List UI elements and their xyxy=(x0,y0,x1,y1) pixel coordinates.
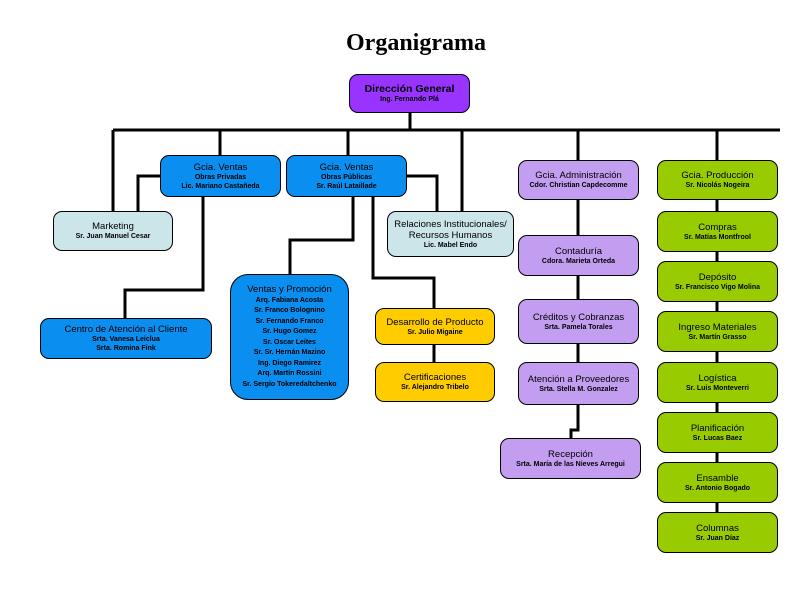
node-person: Sr. Lucas Baez xyxy=(692,434,743,442)
node-person: Lic. Mabel Endo xyxy=(423,241,478,249)
node-marketing: Marketing Sr. Juan Manuel Cesar xyxy=(53,211,173,251)
node-person: Arq. Fabiana Acosta xyxy=(255,296,324,304)
node-ingreso-materiales: Ingreso Materiales Sr. Martín Grasso xyxy=(657,311,778,352)
node-person: Sr. Nicolás Nogeira xyxy=(685,182,750,189)
node-title: Gcia. Ventas xyxy=(193,161,248,173)
node-contaduria: Contaduría Cdora. Marieta Orteda xyxy=(518,235,639,276)
node-ventas-promocion: Ventas y Promoción Arq. Fabiana Acosta S… xyxy=(230,274,349,400)
node-title: Ingreso Materiales xyxy=(678,321,757,333)
node-person: Ing. Diego Ramirez xyxy=(257,359,321,367)
node-person: Sr. Sr. Hernán Mazino xyxy=(253,349,326,357)
node-person: Sr. Juan Manuel Cesar xyxy=(75,233,151,240)
node-person: Sr. Martín Grasso xyxy=(688,333,747,341)
node-person: Sr. Antonio Bogado xyxy=(684,484,751,492)
node-title: Recepción xyxy=(548,448,593,460)
node-deposito: Depósito Sr. Francisco Vigo Molina xyxy=(657,261,778,302)
node-person: Sr. Matías Montfrool xyxy=(684,233,751,241)
node-title: Planificación xyxy=(690,422,745,434)
node-title: Dirección General xyxy=(364,82,455,95)
node-title: Compras xyxy=(698,221,737,233)
node-columnas: Columnas Sr. Juan Díaz xyxy=(657,512,778,553)
node-recepcion: Recepción Srta. María de las Nieves Arre… xyxy=(500,438,641,479)
node-title: Columnas xyxy=(696,522,739,534)
node-ensamble: Ensamble Sr. Antonio Bogado xyxy=(657,462,778,503)
node-title: Ventas y Promoción xyxy=(247,283,332,295)
node-gcia-ventas-publicas: Gcia. Ventas Obras Públicas Sr. Raúl Lat… xyxy=(286,155,407,197)
node-person: Srta. Romina Fink xyxy=(96,345,156,352)
node-title: Créditos y Cobranzas xyxy=(532,311,625,323)
node-title: Depósito xyxy=(698,271,737,283)
node-direccion-general: Dirección General Ing. Fernando Plá xyxy=(349,74,470,113)
node-person: Sr. Raúl Lataillade xyxy=(316,182,377,190)
node-person: Sr. Franco Bolognino xyxy=(254,307,325,315)
node-title: Centro de Atención al Cliente xyxy=(64,324,188,335)
node-person: Sr. Juan Díaz xyxy=(695,534,740,542)
node-title: Relaciones Institucionales/ Recursos Hum… xyxy=(394,218,507,241)
node-title: Certificaciones xyxy=(403,372,467,383)
node-person: Cdor. Christian Capdecomme xyxy=(529,182,628,189)
node-title: Atención a Proveedores xyxy=(527,373,630,385)
node-planificacion: Planificación Sr. Lucas Baez xyxy=(657,412,778,453)
node-person: Sr. Alejandro Tribelo xyxy=(401,384,469,391)
node-title: Marketing xyxy=(92,221,134,232)
node-title: Logística xyxy=(698,372,737,384)
node-person: Ing. Fernando Plá xyxy=(380,95,439,103)
node-person: Sr. Luis Monteverri xyxy=(685,384,750,392)
node-person: Cdora. Marieta Orteda xyxy=(541,257,616,265)
node-title: Ensamble xyxy=(696,472,739,484)
node-desarrollo-producto: Desarrollo de Producto Sr. Julio Migaine xyxy=(375,308,495,345)
node-person: Srta. Stella M. Gonzalez xyxy=(539,385,618,393)
node-person: Arq. Martín Rossini xyxy=(257,370,322,378)
node-person: Sr. Fernando Franco xyxy=(255,317,324,325)
node-title: Desarrollo de Producto xyxy=(386,316,484,328)
node-gcia-ventas-privadas: Gcia. Ventas Obras Privadas Lic. Mariano… xyxy=(160,155,281,197)
node-compras: Compras Sr. Matías Montfrool xyxy=(657,211,778,252)
node-person: Sr. Julio Migaine xyxy=(407,328,463,336)
node-person: Sr. Sergio Tokeredaltchenko xyxy=(242,380,337,388)
node-relaciones-institucionales: Relaciones Institucionales/ Recursos Hum… xyxy=(387,211,514,257)
node-person: Sr. Oscar Leites xyxy=(263,338,316,346)
node-subtitle: Obras Privadas xyxy=(194,173,247,181)
node-title: Contaduría xyxy=(554,245,602,257)
node-person: Sr. Francisco Vigo Molina xyxy=(674,283,761,291)
node-atencion-proveedores: Atención a Proveedores Srta. Stella M. G… xyxy=(518,362,639,405)
node-title: Gcia. Administración xyxy=(535,170,622,181)
node-title: Gcia. Ventas xyxy=(319,161,374,173)
node-person: Sr. Hugo Gomez xyxy=(262,328,317,336)
node-logistica: Logística Sr. Luis Monteverri xyxy=(657,362,778,403)
node-subtitle: Obras Públicas xyxy=(321,173,372,181)
node-certificaciones: Certificaciones Sr. Alejandro Tribelo xyxy=(375,362,495,402)
node-gcia-produccion: Gcia. Producción Sr. Nicolás Nogeira xyxy=(657,160,778,200)
node-person: Srta. María de las Nieves Arregui xyxy=(516,460,625,468)
node-gcia-administracion: Gcia. Administración Cdor. Christian Cap… xyxy=(518,160,639,200)
node-person: Lic. Mariano Castañeda xyxy=(181,182,260,190)
chart-title: Organigrama xyxy=(346,30,486,56)
node-person: Srta. Pamela Torales xyxy=(544,323,613,331)
node-centro-atencion-cliente: Centro de Atención al Cliente Srta. Vane… xyxy=(40,318,212,359)
node-person: Srta. Vanesa Leiclua xyxy=(92,336,160,343)
node-title: Gcia. Producción xyxy=(681,170,754,181)
node-creditos-cobranzas: Créditos y Cobranzas Srta. Pamela Torale… xyxy=(518,299,639,344)
